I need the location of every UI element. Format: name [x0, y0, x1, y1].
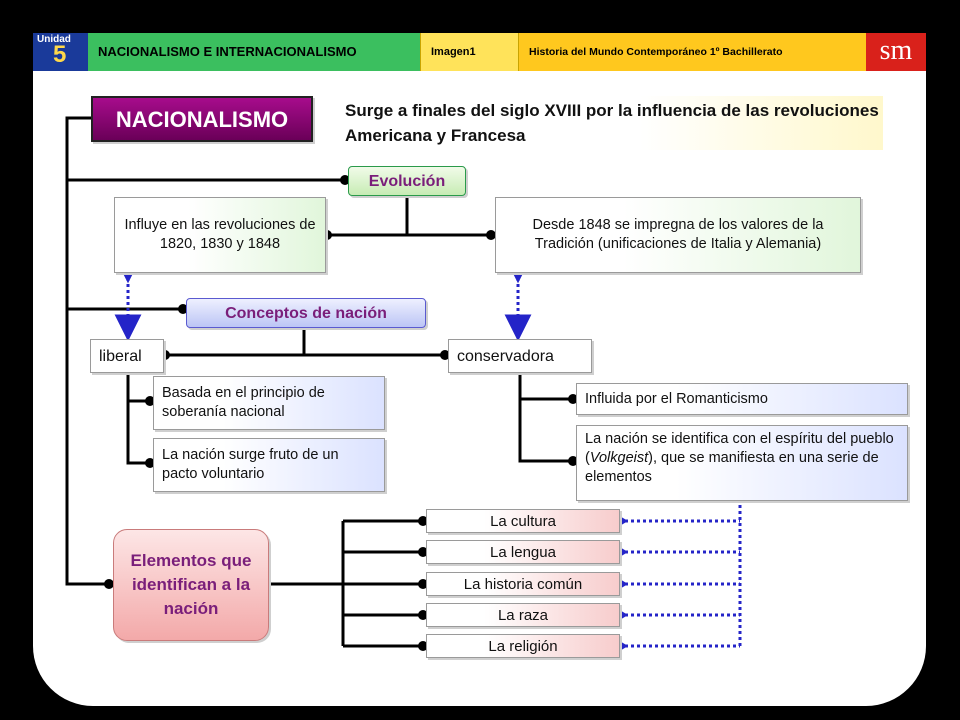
conceptos-label: Conceptos de nación: [186, 298, 426, 328]
evolucion-right-box: Desde 1848 se impregna de los valores de…: [495, 197, 861, 273]
image-label: Imagen1: [420, 33, 518, 71]
publisher-logo: sm: [866, 33, 926, 71]
unit-label: Unidad: [37, 34, 71, 45]
liberal-item: La nación surge fruto de un pacto volunt…: [153, 438, 385, 492]
volkgeist-term: Volkgeist: [589, 450, 649, 466]
conservadora-item: La nación se identifica con el espíritu …: [576, 425, 908, 501]
liberal-label: liberal: [90, 339, 164, 373]
elementos-box: Elementos que identifican a la nación: [113, 529, 269, 641]
subject-label: Historia del Mundo Contemporáneo 1º Bach…: [518, 33, 866, 71]
header-title: NACIONALISMO E INTERNACIONALISMO: [88, 33, 420, 71]
conservadora-item: Influida por el Romanticismo: [576, 383, 908, 415]
main-title: NACIONALISMO: [91, 96, 313, 142]
unit-badge: Unidad 5: [33, 33, 88, 71]
volkgeist-text-pre: La nación se identifica con el espíritu …: [585, 431, 894, 466]
intro-text: Surge a finales del siglo XVIII por la i…: [343, 96, 883, 150]
evolucion-label: Evolución: [348, 166, 466, 196]
evolucion-left-box: Influye en las revoluciones de 1820, 183…: [114, 197, 326, 273]
elemento-item: La historia común: [426, 572, 620, 596]
elemento-item: La lengua: [426, 540, 620, 564]
unit-number: 5: [53, 41, 67, 68]
volkgeist-text-post: ), que se manifiesta en una serie de ele…: [585, 450, 879, 485]
slide: Unidad 5 NACIONALISMO E INTERNACIONALISM…: [33, 33, 926, 706]
elemento-item: La religión: [426, 634, 620, 658]
elemento-item: La cultura: [426, 509, 620, 533]
conservadora-label: conservadora: [448, 339, 592, 373]
elemento-item: La raza: [426, 603, 620, 627]
liberal-item: Basada en el principio de soberanía naci…: [153, 376, 385, 430]
connector-lines: [65, 116, 742, 652]
